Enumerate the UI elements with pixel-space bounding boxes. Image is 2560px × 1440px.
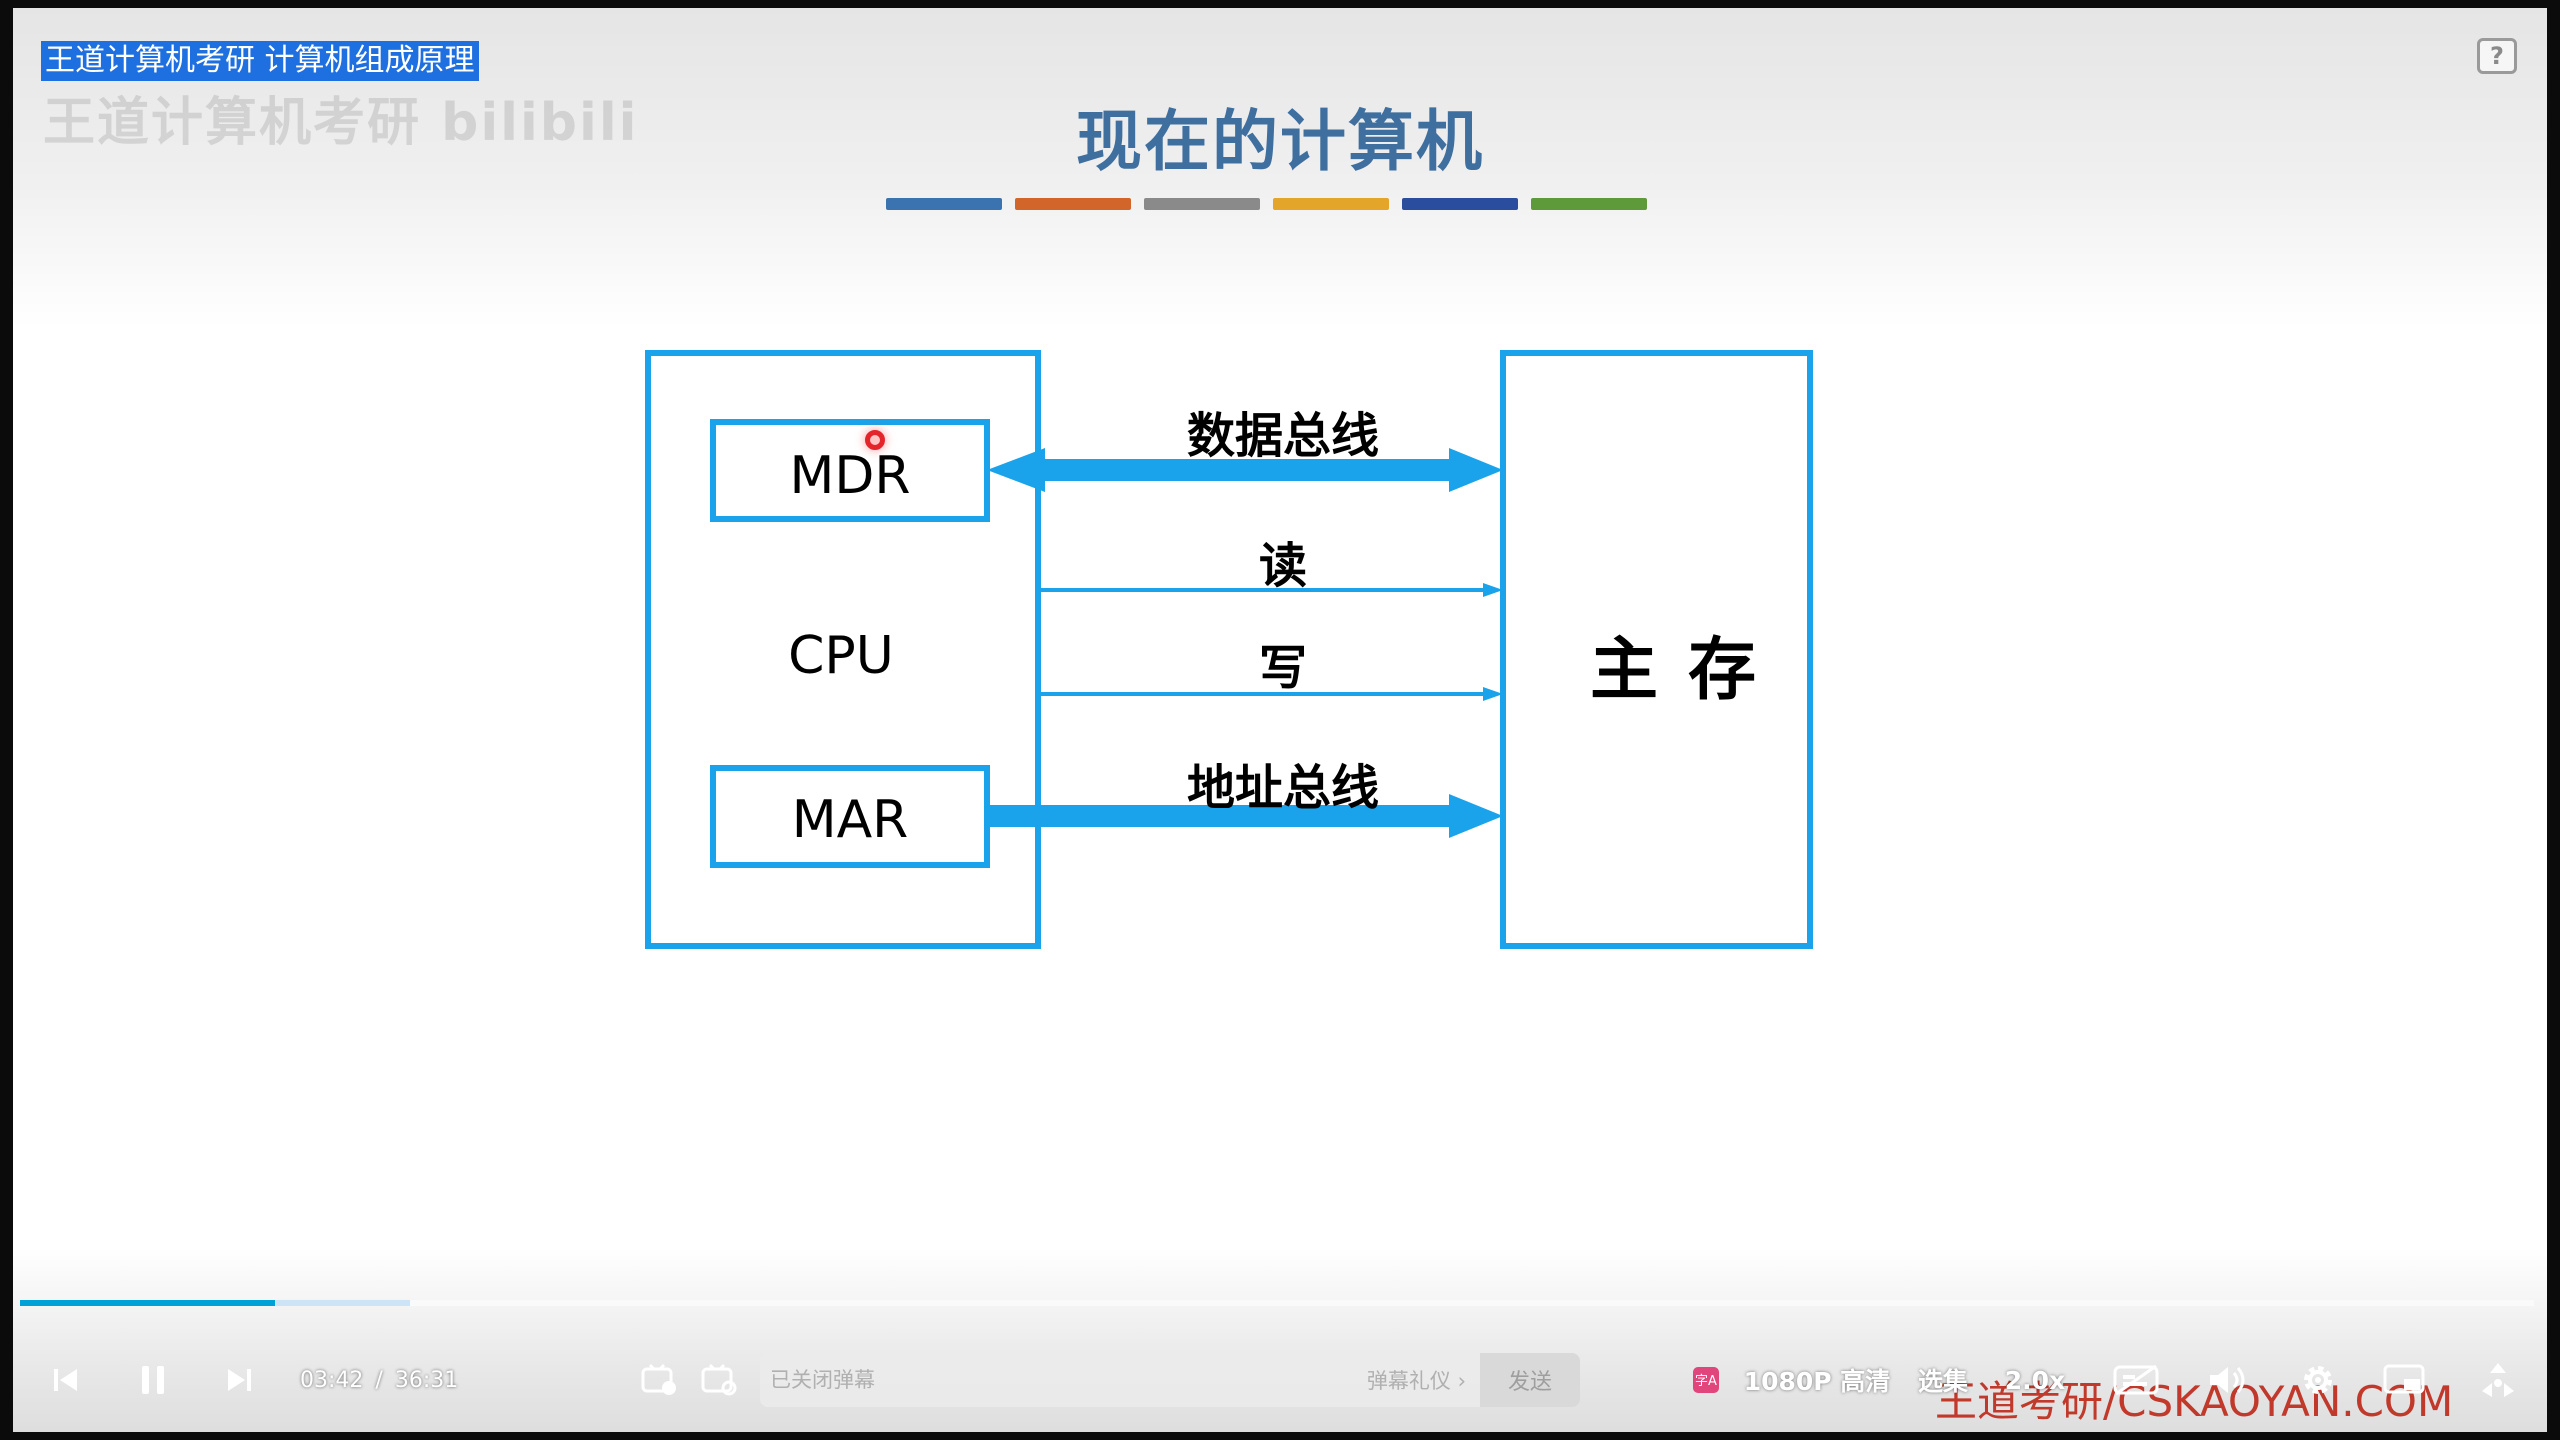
main-memory-label: 主存 xyxy=(1589,631,1786,710)
danmaku-input[interactable] xyxy=(760,1353,1367,1407)
data-bus-left-arrowhead xyxy=(987,448,1045,492)
current-time: 03:42 xyxy=(300,1367,364,1393)
send-button[interactable]: 发送 xyxy=(1480,1353,1580,1407)
danmaku-bar: 弹幕礼仪 › 发送 xyxy=(760,1353,1580,1407)
playback-speed-button[interactable]: 2.0x xyxy=(2004,1365,2066,1395)
settings-gear-icon[interactable] xyxy=(2290,1340,2346,1420)
title-color-bar xyxy=(1015,198,1131,210)
help-icon[interactable]: ? xyxy=(2477,38,2517,74)
previous-icon[interactable] xyxy=(40,1340,90,1420)
slide-title: 现在的计算机 xyxy=(1076,103,1484,180)
cpu-memory-diagram xyxy=(645,350,1813,949)
progress-played xyxy=(20,1300,276,1306)
laser-pointer xyxy=(865,430,885,450)
title-color-bar xyxy=(1144,198,1260,210)
main-memory-box xyxy=(1500,350,1813,949)
video-area[interactable]: 王道计算机考研 计算机组成原理 王道计算机考研 bilibili ? 现在的计算… xyxy=(13,8,2547,1432)
next-icon[interactable] xyxy=(215,1340,265,1420)
title-color-bar xyxy=(1402,198,1518,210)
title-color-bar xyxy=(1531,198,1647,210)
quality-selector[interactable]: 1080P 高清 xyxy=(1743,1367,1891,1396)
picture-in-picture-icon[interactable] xyxy=(2376,1340,2432,1420)
svg-text:字A: 字A xyxy=(1695,1374,1717,1389)
read-arrowhead xyxy=(1483,583,1503,597)
cskaoyan-watermark: 王道考研/CSKAOYAN.COM xyxy=(1935,1377,2454,1426)
address-bus-arrowhead xyxy=(1449,794,1503,838)
pause-icon[interactable] xyxy=(128,1340,178,1420)
volume-icon[interactable] xyxy=(2200,1340,2256,1420)
episodes-button[interactable]: 选集 xyxy=(1917,1367,1968,1396)
fullscreen-icon[interactable] xyxy=(2470,1340,2526,1420)
danmaku-settings-icon[interactable] xyxy=(696,1340,742,1420)
progress-bar[interactable] xyxy=(20,1300,2534,1306)
player-controls: 03:42 / 36:31 弹幕礼仪 › 发送 字A 1080P 高清 选集 2… xyxy=(0,1340,2560,1420)
captions-icon[interactable] xyxy=(2108,1340,2164,1420)
danmaku-etiquette-link[interactable]: 弹幕礼仪 › xyxy=(1366,1369,1466,1393)
course-title: 王道计算机考研 计算机组成原理 xyxy=(41,41,479,81)
color-bar-strip xyxy=(886,198,1647,210)
title-color-bar xyxy=(1273,198,1389,210)
write-arrowhead xyxy=(1483,687,1503,701)
address-bus-label: 地址总线 xyxy=(1186,760,1379,816)
bilibili-watermark: 王道计算机考研 bilibili xyxy=(43,93,639,153)
write-label: 写 xyxy=(1258,640,1307,696)
total-time: 36:31 xyxy=(394,1367,459,1393)
data-bus-right-arrowhead xyxy=(1449,448,1503,492)
time-separator: / xyxy=(375,1367,383,1393)
cpu-box xyxy=(645,350,1041,949)
data-bus-label: 数据总线 xyxy=(1186,408,1379,464)
mdr-box xyxy=(710,419,990,522)
danmaku-toggle-icon[interactable] xyxy=(636,1340,682,1420)
cpu-label: CPU xyxy=(788,626,894,686)
mdr-label: MDR xyxy=(789,446,911,506)
mar-label: MAR xyxy=(791,790,909,850)
subtitle-translate-icon[interactable]: 字A xyxy=(1688,1340,1724,1420)
read-label: 读 xyxy=(1258,538,1307,594)
title-color-bar xyxy=(886,198,1002,210)
playback-time: 03:42 / 36:31 xyxy=(300,1340,458,1420)
